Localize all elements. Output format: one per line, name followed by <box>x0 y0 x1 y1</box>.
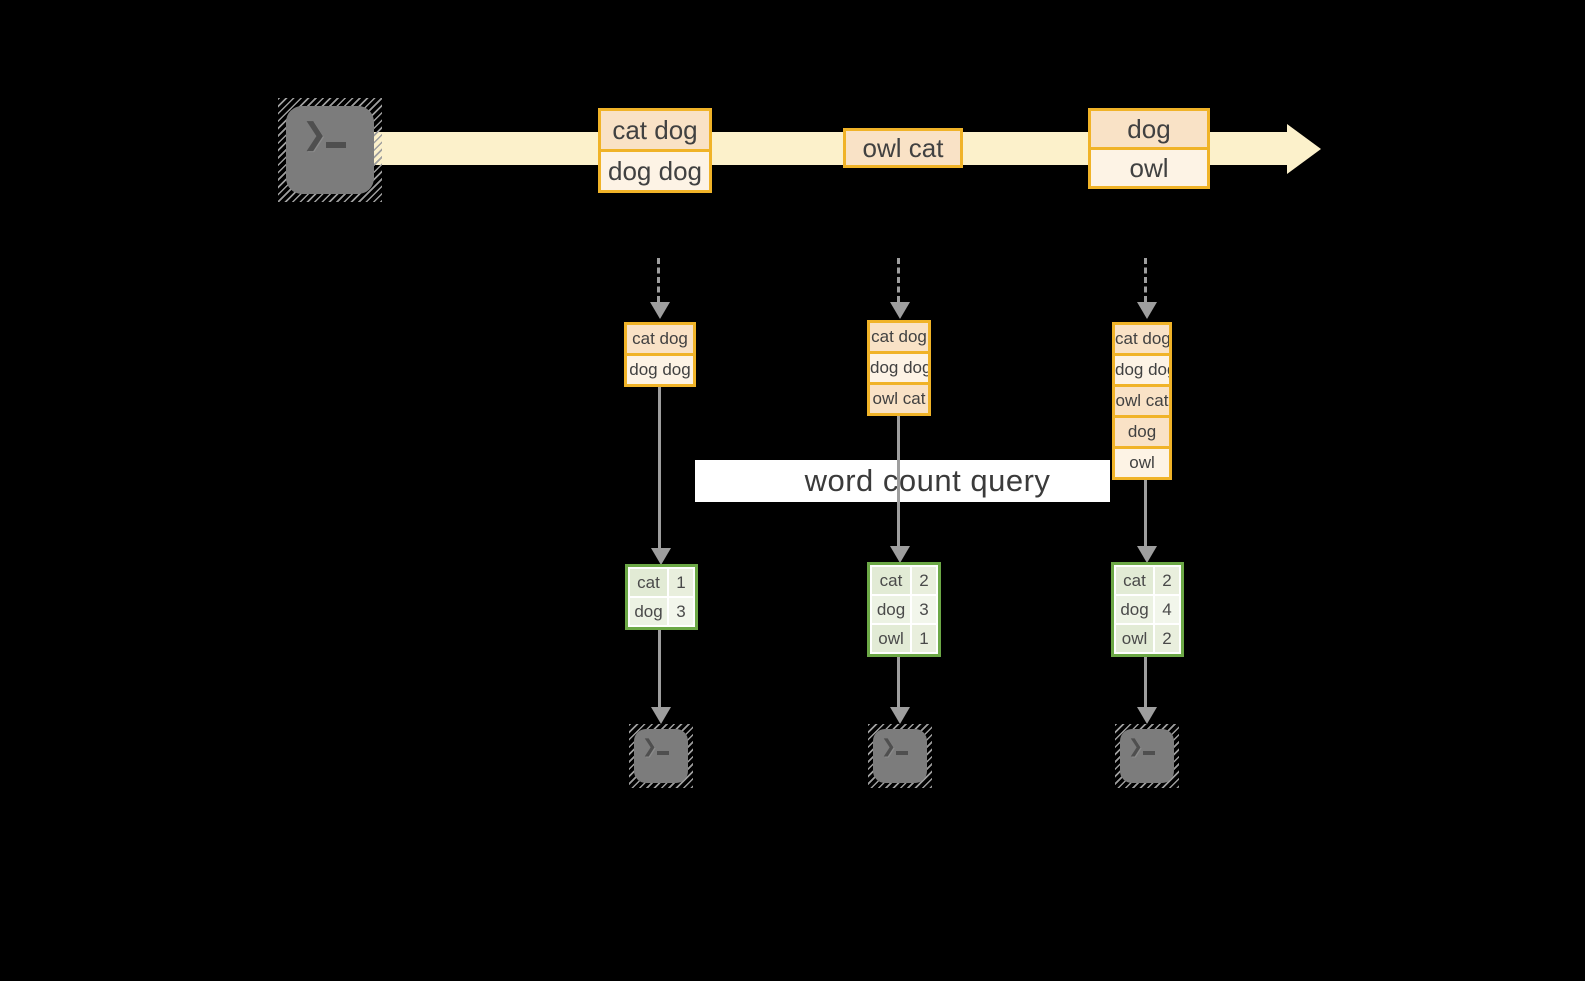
arrow-head <box>651 548 671 565</box>
terminal-screen <box>286 106 374 194</box>
state-row: cat dog <box>627 325 693 353</box>
dashed-arrow-line <box>657 258 660 302</box>
state-row: owl cat <box>870 382 928 413</box>
state-box-3: cat dog dog dog owl cat dog owl <box>1112 322 1172 480</box>
count-value-cell: 2 <box>912 567 936 594</box>
dashed-arrow-head <box>650 302 670 319</box>
arrow-line <box>897 416 900 546</box>
arrow-head <box>890 707 910 724</box>
terminal-screen <box>634 729 688 783</box>
state-box-1: cat dog dog dog <box>624 322 696 387</box>
count-value-cell: 2 <box>1155 567 1179 594</box>
stream-batch-3: dog owl <box>1088 108 1210 189</box>
stream-arrow-head <box>1287 124 1321 174</box>
counts-table-2: cat 2 dog 3 owl 1 <box>867 562 941 657</box>
count-word-cell: cat <box>872 567 910 594</box>
state-box-2: cat dog dog dog owl cat <box>867 320 931 416</box>
dashed-arrow-line <box>897 258 900 302</box>
count-value-cell: 1 <box>912 625 936 652</box>
batch-row: owl cat <box>846 131 960 165</box>
sink-terminal-icon-1: ❯ <box>629 724 693 788</box>
count-word-cell: dog <box>630 598 667 625</box>
arrow-line <box>897 656 900 708</box>
terminal-screen <box>873 729 927 783</box>
counts-table-3: cat 2 dog 4 owl 2 <box>1111 562 1184 657</box>
batch-row: dog dog <box>601 149 709 190</box>
count-word-cell: owl <box>1116 625 1153 652</box>
state-row: owl <box>1115 446 1169 477</box>
terminal-prompt-icon: ❯ <box>1128 736 1144 756</box>
sink-terminal-icon-2: ❯ <box>868 724 932 788</box>
sink-terminal-icon-3: ❯ <box>1115 724 1179 788</box>
arrow-head <box>1137 707 1157 724</box>
count-value-cell: 2 <box>1155 625 1179 652</box>
batch-row: cat dog <box>601 111 709 149</box>
batch-row: dog <box>1091 111 1207 147</box>
terminal-cursor-icon <box>657 751 669 755</box>
state-row: dog dog <box>870 351 928 382</box>
query-banner-label: word count query <box>804 463 1051 498</box>
dashed-arrow-head <box>890 302 910 319</box>
count-word-cell: owl <box>872 625 910 652</box>
count-value-cell: 3 <box>669 598 693 625</box>
state-row: cat dog <box>870 323 928 351</box>
terminal-prompt-icon: ❯ <box>881 736 897 756</box>
dashed-arrow-head <box>1137 302 1157 319</box>
count-value-cell: 4 <box>1155 596 1179 623</box>
count-word-cell: dog <box>1116 596 1153 623</box>
terminal-prompt-icon: ❯ <box>302 118 328 151</box>
state-row: dog dog <box>627 353 693 384</box>
count-word-cell: cat <box>1116 567 1153 594</box>
count-value-cell: 3 <box>912 596 936 623</box>
source-terminal-icon: ❯ <box>278 98 382 202</box>
state-row: cat dog <box>1115 325 1169 353</box>
arrow-line <box>1144 656 1147 708</box>
state-row: dog <box>1115 415 1169 446</box>
dashed-arrow-line <box>1144 258 1147 302</box>
terminal-cursor-icon <box>1143 751 1155 755</box>
query-banner: word count query <box>695 460 1110 502</box>
arrow-line <box>658 628 661 708</box>
arrow-head <box>1137 546 1157 563</box>
batch-row: owl <box>1091 147 1207 186</box>
arrow-head <box>890 546 910 563</box>
terminal-prompt-icon: ❯ <box>642 736 658 756</box>
stream-batch-2: owl cat <box>843 128 963 168</box>
counts-table-1: cat 1 dog 3 <box>625 564 698 630</box>
arrow-line <box>658 387 661 548</box>
count-word-cell: dog <box>872 596 910 623</box>
arrow-line <box>1144 480 1147 546</box>
arrow-head <box>651 707 671 724</box>
count-word-cell: cat <box>630 569 667 596</box>
state-row: dog dog <box>1115 353 1169 384</box>
terminal-screen <box>1120 729 1174 783</box>
stream-batch-1: cat dog dog dog <box>598 108 712 193</box>
terminal-cursor-icon <box>896 751 908 755</box>
state-row: owl cat <box>1115 384 1169 415</box>
terminal-cursor-icon <box>326 142 346 148</box>
count-value-cell: 1 <box>669 569 693 596</box>
